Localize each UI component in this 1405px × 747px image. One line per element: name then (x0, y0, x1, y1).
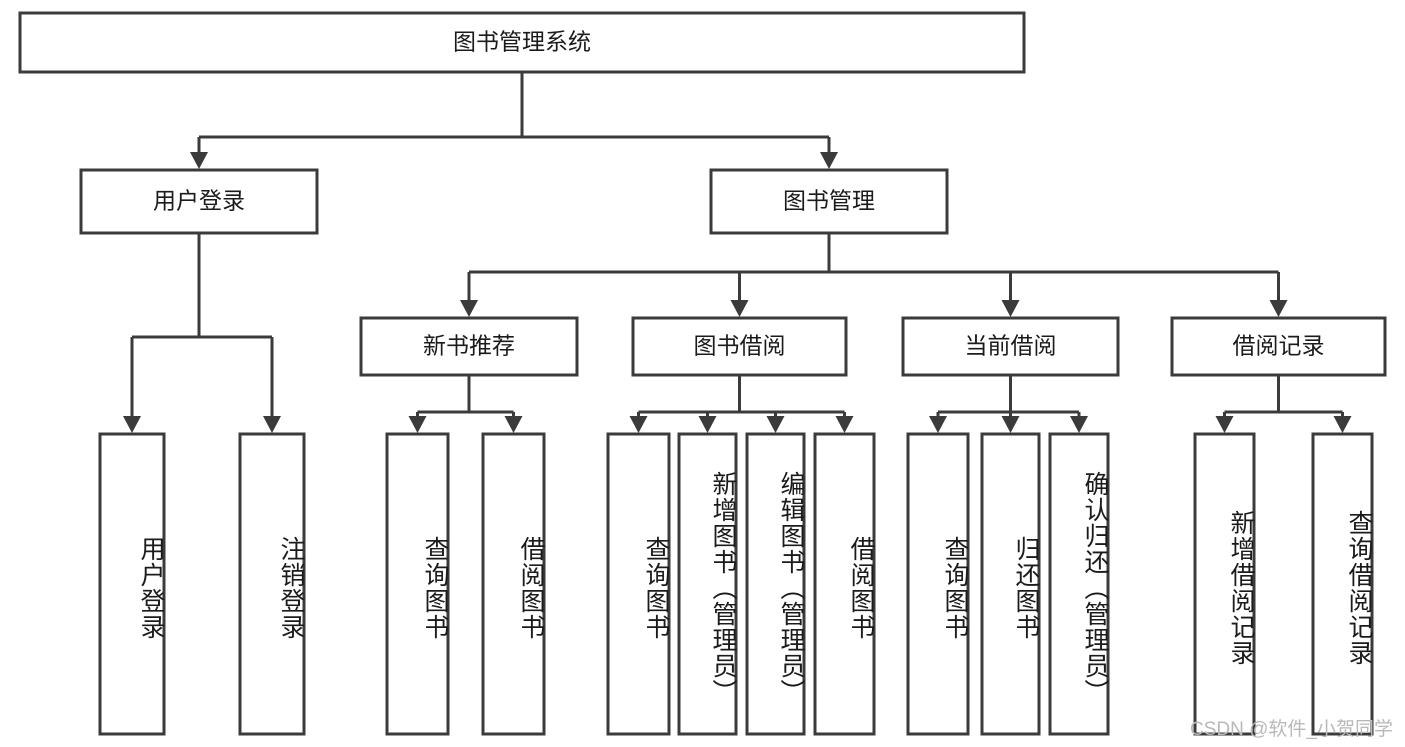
arrow-head-icon (1070, 416, 1088, 433)
node-current-borrow-label: 当前借阅 (965, 333, 1057, 359)
arrow-head-icon (929, 416, 947, 433)
node-leaf-add-record[interactable] (1193, 432, 1256, 736)
node-current-borrow-rect[interactable] (901, 316, 1120, 377)
node-leaf-query-book-1-rect[interactable] (385, 432, 450, 736)
node-leaf-borrow-book-2-rect[interactable] (813, 432, 876, 736)
node-leaf-add-book-rect[interactable] (677, 432, 738, 736)
node-book-borrow-label: 图书借阅 (694, 333, 786, 359)
arrow-head-icon (123, 416, 141, 433)
node-borrow-record[interactable]: 借阅记录 (1170, 316, 1387, 377)
node-leaf-add-record-rect[interactable] (1193, 432, 1256, 736)
node-leaf-query-record-rect[interactable] (1311, 432, 1374, 736)
node-root-label: 图书管理系统 (453, 29, 591, 55)
node-leaf-query-book-3[interactable] (906, 432, 970, 736)
node-user-login[interactable]: 用户登录 (79, 168, 319, 235)
node-leaf-query-book-2[interactable] (606, 432, 671, 736)
arrow-head-icon (1001, 300, 1020, 317)
node-new-book-recommend-rect[interactable] (359, 316, 579, 377)
arrow-head-icon (629, 416, 648, 433)
arrow-head-icon (698, 416, 717, 433)
arrow-head-icon (460, 300, 478, 317)
node-leaf-add-book[interactable] (677, 432, 738, 736)
node-leaf-user-login[interactable] (98, 432, 166, 736)
node-user-login-rect[interactable] (79, 168, 319, 235)
arrow-head-icon (263, 416, 281, 433)
arrow-head-icon (835, 416, 854, 433)
node-borrow-record-rect[interactable] (1170, 316, 1387, 377)
node-current-borrow[interactable]: 当前借阅 (901, 316, 1120, 377)
node-leaf-edit-book[interactable] (745, 432, 806, 736)
node-leaf-return-book-rect[interactable] (980, 432, 1041, 736)
node-leaf-confirm-return[interactable] (1048, 432, 1110, 736)
node-book-borrow[interactable]: 图书借阅 (631, 316, 848, 377)
node-leaf-query-record[interactable] (1311, 432, 1374, 736)
arrow-head-icon (820, 152, 838, 169)
node-leaf-user-logout[interactable] (238, 432, 306, 736)
node-leaf-edit-book-rect[interactable] (745, 432, 806, 736)
node-book-manage[interactable]: 图书管理 (709, 168, 949, 235)
node-leaf-borrow-book-1-rect[interactable] (481, 432, 546, 736)
node-root-rect[interactable] (18, 11, 1026, 74)
node-user-login-label: 用户登录 (153, 188, 245, 214)
node-leaf-user-logout-rect[interactable] (238, 432, 306, 736)
node-book-manage-label: 图书管理 (783, 188, 875, 214)
node-leaf-borrow-book-2[interactable] (813, 432, 876, 736)
arrow-head-icon (730, 300, 749, 317)
node-leaf-query-book-1[interactable] (385, 432, 450, 736)
node-leaf-query-book-2-rect[interactable] (606, 432, 671, 736)
arrow-head-icon (1269, 300, 1288, 317)
node-leaf-query-book-3-rect[interactable] (906, 432, 970, 736)
arrow-head-icon (504, 416, 523, 433)
arrow-head-icon (1333, 416, 1352, 433)
node-borrow-record-label: 借阅记录 (1233, 333, 1325, 359)
node-new-book-recommend-label: 新书推荐 (423, 333, 515, 359)
arrow-head-icon (408, 416, 427, 433)
node-leaf-user-login-rect[interactable] (98, 432, 166, 736)
arrow-head-icon (190, 152, 208, 169)
node-new-book-recommend[interactable]: 新书推荐 (359, 316, 579, 377)
watermark-text: CSDN @软件_小贺同学 (1190, 719, 1393, 740)
arrow-head-icon (766, 416, 785, 433)
arrow-head-icon (1215, 416, 1234, 433)
node-book-borrow-rect[interactable] (631, 316, 848, 377)
node-leaf-return-book[interactable] (980, 432, 1041, 736)
node-book-manage-rect[interactable] (709, 168, 949, 235)
connector-layer (123, 72, 1352, 433)
arrow-head-icon (1001, 416, 1020, 433)
node-leaf-borrow-book-1[interactable] (481, 432, 546, 736)
node-leaf-confirm-return-rect[interactable] (1048, 432, 1110, 736)
node-root[interactable]: 图书管理系统 (18, 11, 1026, 74)
